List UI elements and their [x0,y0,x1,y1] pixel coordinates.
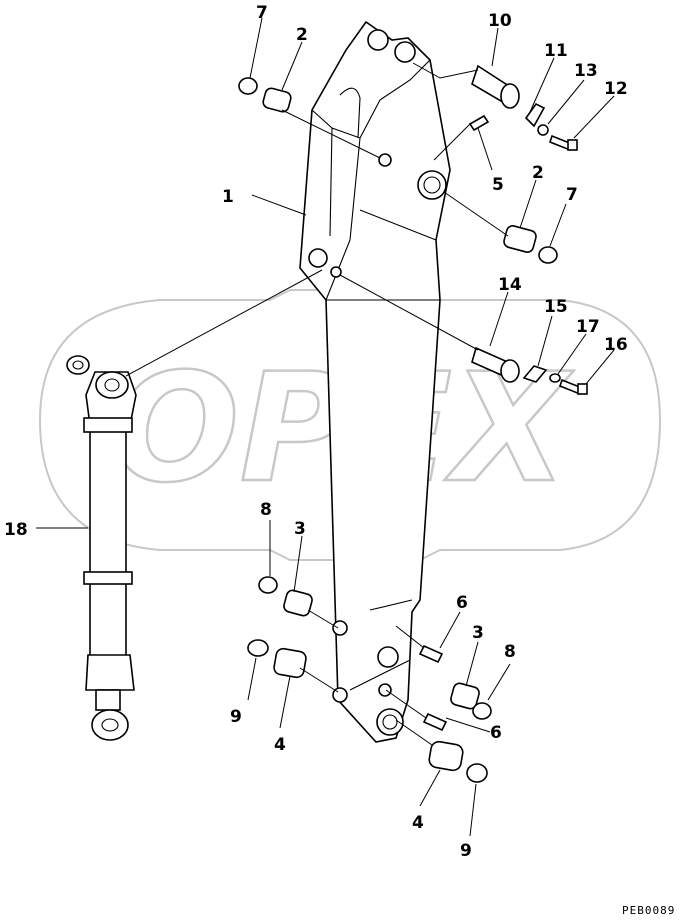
callout-4: 4 [412,813,424,833]
callout-9: 9 [230,707,242,727]
callout-13: 13 [574,61,598,81]
callout-16: 16 [604,335,628,355]
callout-7: 7 [566,185,578,205]
callout-12: 12 [604,79,628,99]
callout-11: 11 [544,41,568,61]
callout-2: 2 [296,25,308,45]
callout-2: 2 [532,163,544,183]
small-parts [238,64,588,783]
callout-17: 17 [576,317,600,337]
callout-10: 10 [488,11,512,31]
callout-8: 8 [260,500,272,520]
callout-4: 4 [274,735,286,755]
callout-3: 3 [472,623,484,643]
callout-8: 8 [504,642,516,662]
callout-15: 15 [544,297,568,317]
callout-6: 6 [456,593,468,613]
callout-14: 14 [498,275,522,295]
hydraulic-cylinder [66,355,137,741]
leader-lines [36,17,615,837]
callout-5: 5 [492,175,504,195]
callout-3: 3 [294,519,306,539]
callout-9: 9 [460,841,472,861]
callout-labels: 1 2 2 3 3 4 4 5 6 6 7 7 8 8 9 9 10 11 12… [4,3,628,861]
callout-6: 6 [490,723,502,743]
callout-7: 7 [256,3,268,23]
drawing-code: PEB0089 [622,904,675,917]
callout-1: 1 [222,187,234,207]
callout-18: 18 [4,520,28,540]
boom-arm [299,20,451,743]
